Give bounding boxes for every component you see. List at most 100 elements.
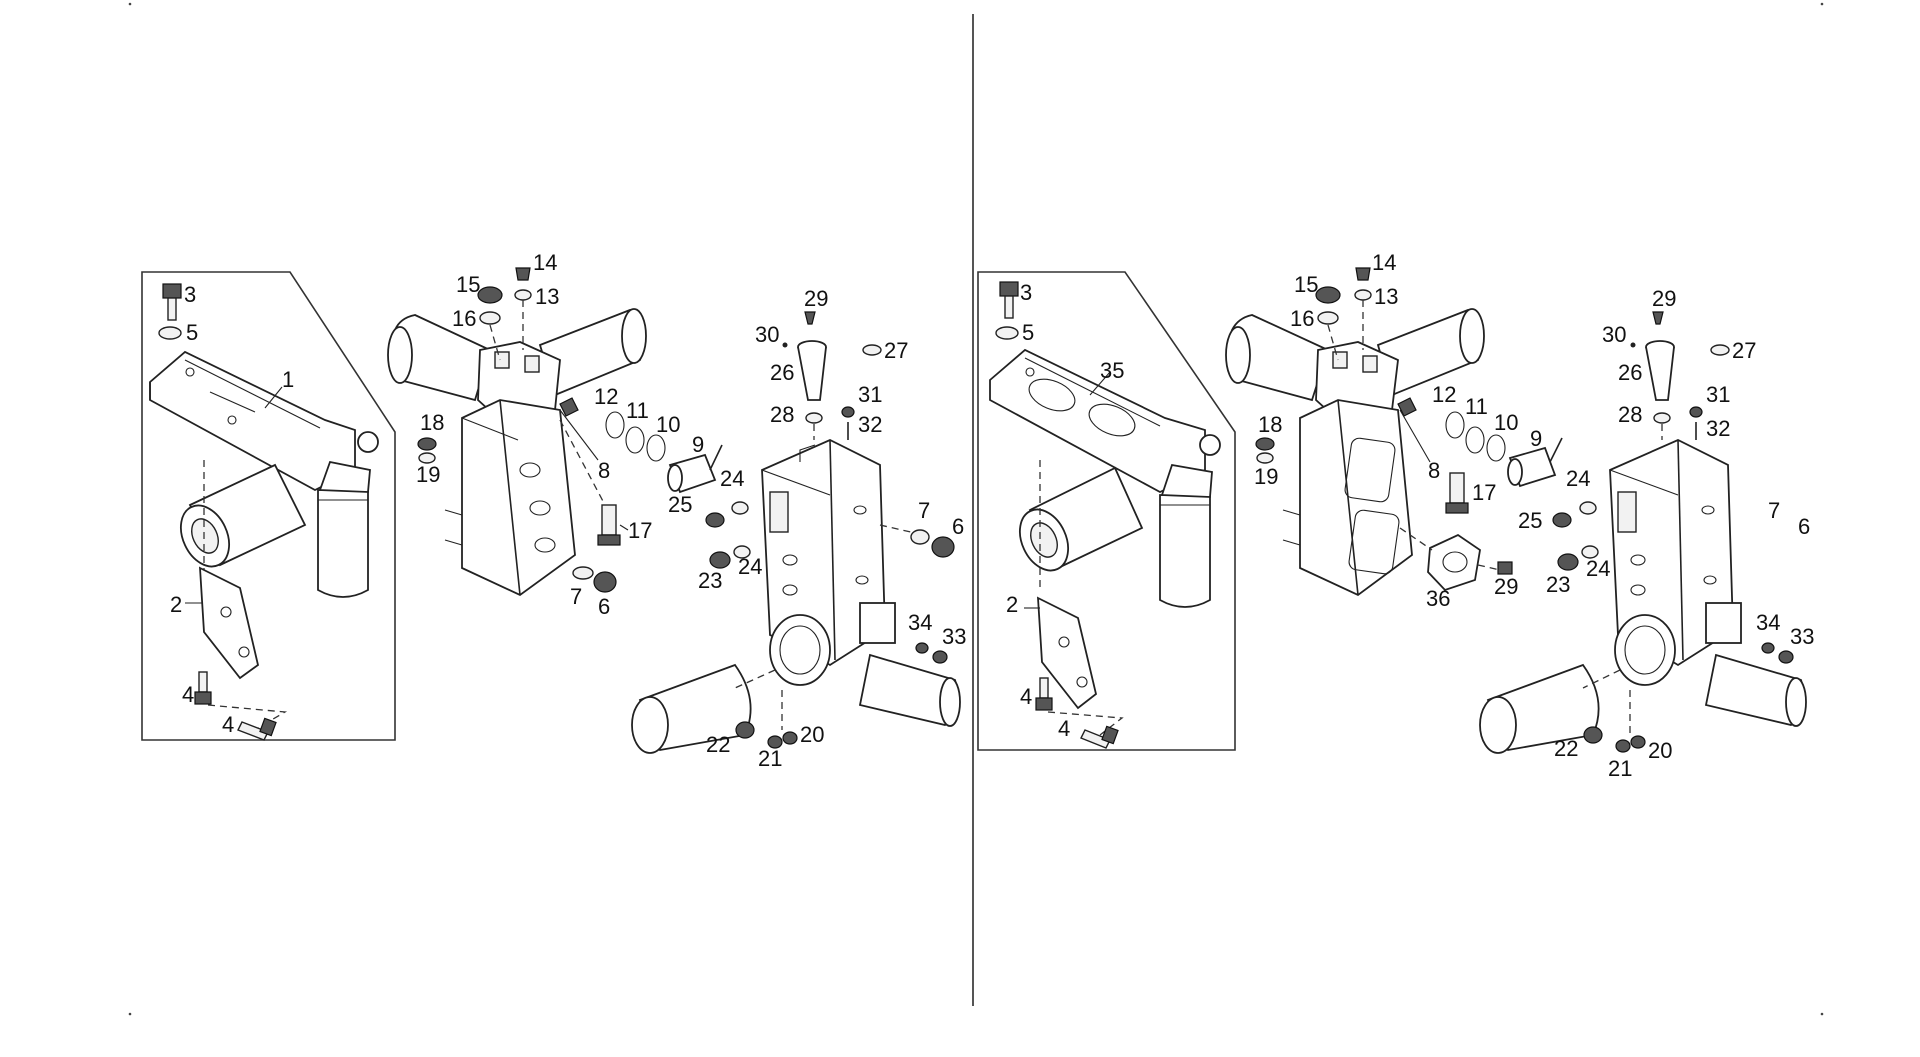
callout-27: 27 <box>884 338 908 363</box>
bolt-4a-right <box>1035 677 1053 711</box>
lower-filter-assembly-right <box>1479 614 1807 754</box>
plug-21 <box>767 735 783 749</box>
callout-r-35: 35 <box>1100 358 1124 383</box>
callout-17: 17 <box>628 518 652 543</box>
callout-r-13: 13 <box>1374 284 1398 309</box>
callout-r-16: 16 <box>1290 306 1314 331</box>
plug-8-right <box>1397 397 1417 417</box>
o-ring-11 <box>625 426 645 454</box>
filter-housing-1 <box>149 350 356 492</box>
lower-filter-assembly <box>631 614 961 754</box>
callout-r-28: 28 <box>1618 402 1642 427</box>
seal-27-right <box>1710 344 1730 356</box>
bolt-4b <box>207 704 288 741</box>
plug-23 <box>709 551 731 569</box>
seal-24b <box>733 545 751 559</box>
valve-block-right <box>1609 439 1734 667</box>
callout-r-15: 15 <box>1294 272 1318 297</box>
callout-r-2: 2 <box>1006 592 1018 617</box>
callouts-right: 2 3 4 4 5 6 7 8 9 10 11 12 13 14 15 16 1… <box>1006 250 1814 781</box>
callout-2: 2 <box>170 592 182 617</box>
callout-r-32: 32 <box>1706 416 1730 441</box>
left-view: 1 2 3 4 4 5 6 6 7 7 8 9 10 11 12 13 14 1… <box>141 250 966 771</box>
cover-36 <box>1427 533 1481 592</box>
callout-18: 18 <box>420 410 444 435</box>
callout-6a: 6 <box>598 594 610 619</box>
callout-r-25: 25 <box>1518 508 1542 533</box>
plug-34 <box>915 642 929 654</box>
pin-29-right <box>1652 311 1664 325</box>
right-view: 2 3 4 4 5 6 7 8 9 10 11 12 13 14 15 16 1… <box>977 250 1814 781</box>
callout-r-11: 11 <box>1465 394 1488 419</box>
callout-24a: 24 <box>720 466 744 491</box>
callout-21: 21 <box>758 746 782 771</box>
callout-r-17: 17 <box>1472 480 1496 505</box>
pipe-26 <box>797 340 827 401</box>
sensor-17 <box>597 504 621 546</box>
callout-26: 26 <box>770 360 794 385</box>
callout-13: 13 <box>535 284 559 309</box>
filter-cartridge-right <box>1019 466 1144 572</box>
callout-5: 5 <box>186 320 198 345</box>
valve-9 <box>667 444 723 494</box>
o-ring-10-right <box>1486 434 1506 462</box>
callout-22: 22 <box>706 732 730 757</box>
plug-14 <box>515 267 531 281</box>
callout-r-5: 5 <box>1022 320 1034 345</box>
filter-canister <box>317 431 379 598</box>
detail-frame-right <box>977 271 1236 751</box>
filter-cartridge <box>180 463 307 568</box>
callout-7a: 7 <box>570 584 582 609</box>
o-ring-11-right <box>1465 426 1485 454</box>
callout-6b: 6 <box>952 514 964 539</box>
plug-15-right <box>1315 286 1341 304</box>
callout-r-29b: 29 <box>1494 574 1518 599</box>
callout-14: 14 <box>533 250 557 275</box>
callout-r-8: 8 <box>1428 458 1440 483</box>
callout-r-6: 6 <box>1798 514 1810 539</box>
callout-r-4a: 4 <box>1020 684 1032 709</box>
callout-33: 33 <box>942 624 966 649</box>
callout-7b: 7 <box>918 498 930 523</box>
pin-30 <box>782 342 788 348</box>
callout-r-14: 14 <box>1372 250 1396 275</box>
seal-24a <box>731 501 749 515</box>
plug-31-right <box>1689 406 1703 418</box>
seal-27 <box>862 344 882 356</box>
callout-r-34: 34 <box>1756 610 1780 635</box>
callout-10: 10 <box>656 412 680 437</box>
callout-16: 16 <box>452 306 476 331</box>
plug-23-right <box>1557 553 1579 571</box>
plug-14-right <box>1355 267 1371 281</box>
callout-32: 32 <box>858 412 882 437</box>
solenoid <box>859 602 896 644</box>
callout-4b: 4 <box>222 712 234 737</box>
callout-3: 3 <box>184 282 196 307</box>
callout-29: 29 <box>804 286 828 311</box>
leader-lines-right <box>1024 371 1431 609</box>
washer-5 <box>158 326 182 340</box>
callout-20: 20 <box>800 722 824 747</box>
screw-29-right-lower <box>1497 561 1513 575</box>
callout-31: 31 <box>858 382 882 407</box>
plug-18 <box>417 437 437 451</box>
pin-29 <box>804 311 816 325</box>
callout-r-27: 27 <box>1732 338 1756 363</box>
callout-30: 30 <box>755 322 779 347</box>
callout-r-24a: 24 <box>1566 466 1590 491</box>
solenoid-right <box>1705 602 1742 644</box>
seal-24a-right <box>1579 501 1597 515</box>
pipe-26-right <box>1645 340 1675 401</box>
callout-12: 12 <box>594 384 618 409</box>
callout-1: 1 <box>282 367 294 392</box>
seal-24b-right <box>1581 545 1599 559</box>
registration-marks <box>128 2 1824 1016</box>
seal-19-right <box>1256 452 1274 464</box>
callouts-left: 1 2 3 4 4 5 6 6 7 7 8 9 10 11 12 13 14 1… <box>170 250 966 771</box>
o-ring-12 <box>605 411 625 439</box>
callout-r-30: 30 <box>1602 322 1626 347</box>
sensor-17-right <box>1445 472 1469 514</box>
seal-7a <box>572 566 594 580</box>
callout-r-4b: 4 <box>1058 716 1070 741</box>
